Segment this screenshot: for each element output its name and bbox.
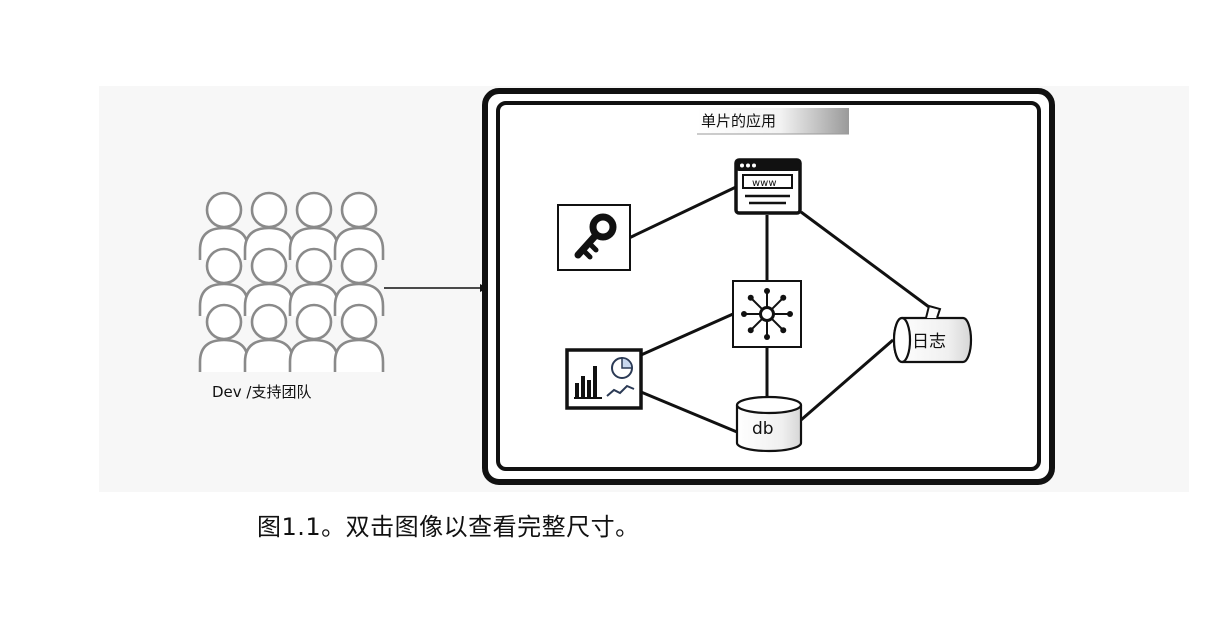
dashboard-chart-icon	[565, 348, 643, 410]
team-label: Dev /支持团队	[212, 383, 311, 401]
log-storage-icon	[892, 304, 973, 364]
database-icon	[735, 395, 803, 453]
hub-icon	[732, 280, 802, 348]
key-icon	[557, 204, 631, 271]
web-icon-text: www	[752, 178, 777, 189]
app-title: 单片的应用	[701, 112, 776, 130]
team-people-icon	[198, 191, 385, 372]
figure-caption: 图1.1。双击图像以查看完整尺寸。	[257, 513, 640, 541]
app-title-tab	[697, 108, 849, 135]
log-label: 日志	[912, 332, 946, 352]
db-label: db	[752, 419, 774, 439]
connections	[628, 185, 930, 434]
web-browser-icon	[734, 158, 802, 215]
